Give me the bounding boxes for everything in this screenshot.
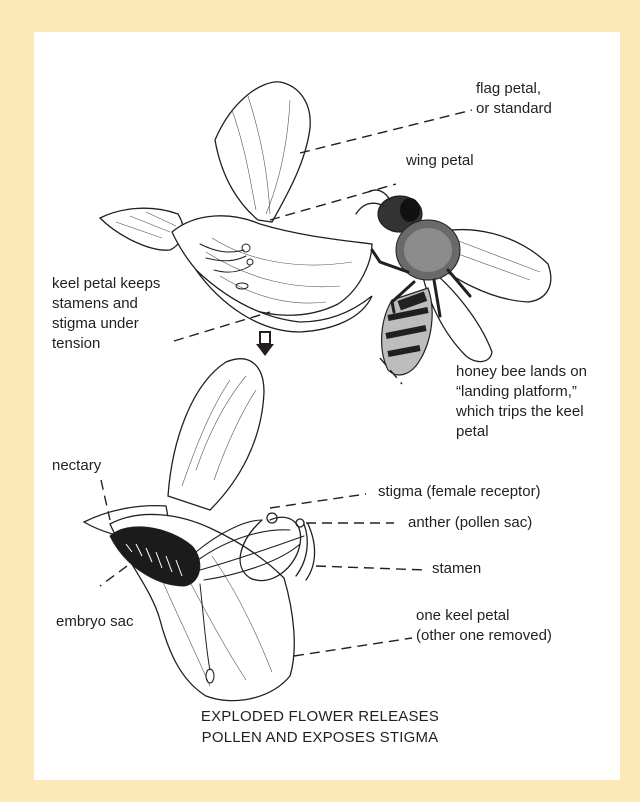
keel-petal-label-line: stigma under	[52, 314, 160, 334]
stigma-label: stigma (female receptor)	[378, 482, 541, 502]
wing-petal-label: wing petal	[406, 151, 474, 171]
anther-label: anther (pollen sac)	[408, 513, 532, 533]
honey-bee-label-line: “landing platform,”	[456, 382, 587, 402]
one-keel-petal-label: one keel petal (other one removed)	[416, 606, 552, 646]
honey-bee-label: honey bee lands on “landing platform,” w…	[456, 362, 587, 442]
keel-petal-label-line: stamens and	[52, 294, 160, 314]
stamen-label: stamen	[432, 559, 481, 579]
honey-bee-drawing	[356, 190, 551, 375]
embryo-sac-label: embryo sac	[56, 612, 134, 632]
honey-bee-label-line: honey bee lands on	[456, 362, 587, 382]
keel-petal-label-line: tension	[52, 334, 160, 354]
keel-petal-label-line: keel petal keeps	[52, 274, 160, 294]
honey-bee-label-line: which trips the keel	[456, 402, 587, 422]
flag-petal-label-line: or standard	[476, 99, 552, 119]
flag-petal-label-line: flag petal,	[476, 79, 552, 99]
keel-petal-label: keel petal keeps stamens and stigma unde…	[52, 274, 160, 354]
caption-line: POLLEN AND EXPOSES STIGMA	[0, 727, 640, 748]
one-keel-petal-label-line: one keel petal	[416, 606, 552, 626]
caption-line: EXPLODED FLOWER RELEASES	[0, 706, 640, 727]
diagram-caption: EXPLODED FLOWER RELEASES POLLEN AND EXPO…	[0, 706, 640, 748]
exploded-flower-drawing	[84, 359, 315, 701]
down-arrow-icon	[256, 332, 274, 356]
honey-bee-label-line: petal	[456, 422, 587, 442]
one-keel-petal-label-line: (other one removed)	[416, 626, 552, 646]
flag-petal-label: flag petal, or standard	[476, 79, 552, 119]
nectary-label: nectary	[52, 456, 101, 476]
